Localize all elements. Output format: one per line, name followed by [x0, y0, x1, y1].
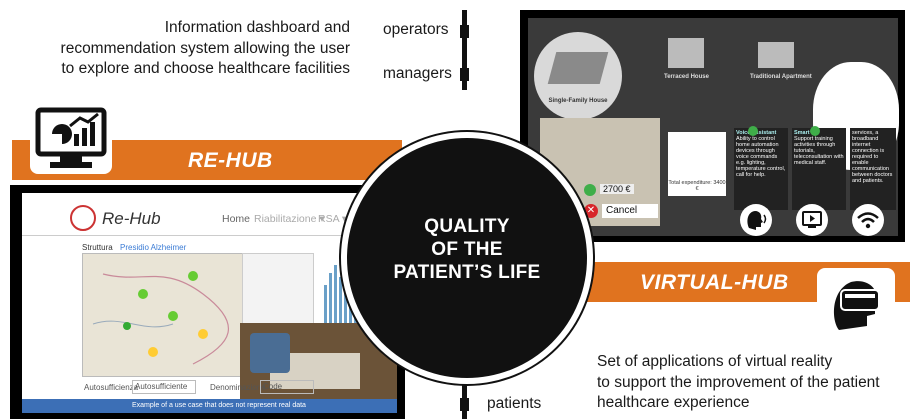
card-title: Smart TV	[794, 130, 819, 136]
total-expenditure: Total expenditure: 3400 €	[668, 180, 726, 192]
map-graphics	[92, 271, 230, 365]
vr-headset-icon	[834, 281, 880, 330]
house-model	[547, 52, 609, 84]
smart-tv-icon[interactable]	[796, 204, 828, 236]
tab-struttura[interactable]: Struttura	[82, 243, 113, 252]
house-label: Terraced House	[664, 74, 709, 80]
vr-scene: Single-Family House Terraced House Tradi…	[528, 18, 899, 236]
vr-headset-icon-wrapper	[817, 268, 895, 340]
description-line: Set of applications of virtual reality	[597, 353, 833, 370]
facilities-map[interactable]	[82, 253, 244, 377]
axis-line-bottom	[462, 372, 467, 419]
center-line: PATIENT’S LIFE	[393, 262, 541, 283]
center-line: QUALITY	[424, 216, 510, 237]
filter-label-autosufficienza: Autosufficienza	[84, 383, 139, 392]
wifi-signal-icon	[857, 212, 879, 229]
feature-card-internet: services, a broadband internet connectio…	[850, 128, 896, 210]
footer-text: Example of a use case that does not repr…	[132, 402, 306, 409]
description-line: healthcare experience	[597, 394, 750, 411]
cancel-button[interactable]: Cancel	[602, 204, 658, 218]
check-icon[interactable]	[810, 126, 820, 136]
wheelchair-shape	[250, 333, 290, 373]
house-option-single-family[interactable]: Single-Family House	[534, 32, 622, 120]
filter-select-autosufficiente[interactable]: Autosufficiente	[132, 380, 196, 394]
axis-marker	[460, 68, 469, 81]
role-operators: operators	[383, 21, 449, 38]
description-line: to explore and choose healthcare facilit…	[61, 60, 350, 77]
description-line: to support the improvement of the patien…	[597, 373, 880, 391]
nav-home[interactable]: Home	[222, 213, 251, 225]
virtual-hub-screenshot: Single-Family House Terraced House Tradi…	[520, 10, 905, 242]
card-text: Support training activities through tuto…	[794, 136, 844, 166]
check-icon[interactable]	[748, 126, 758, 136]
role-patients: patients	[487, 395, 542, 412]
nav-riabilitazione[interactable]: Riabilitazione ▾	[254, 213, 325, 225]
description-line: Information dashboard and	[164, 19, 350, 36]
house-model-terraced[interactable]	[668, 38, 704, 68]
wifi-icon[interactable]	[852, 204, 884, 236]
floorplan-card: Total expenditure: 3400 €	[668, 132, 726, 196]
confirm-icon[interactable]	[584, 184, 596, 196]
card-text: services, a broadband internet connectio…	[852, 130, 893, 184]
center-title: QUALITY OF THE PATIENT’S LIFE	[341, 215, 593, 284]
filter-label-denominazione: Denominazione	[210, 383, 266, 392]
header-divider	[22, 235, 397, 236]
re-hub-logo-icon	[70, 205, 96, 231]
price-label: 2700 €	[600, 184, 634, 194]
voice-assistant-icon[interactable]	[740, 204, 772, 236]
speaking-head-icon	[747, 211, 767, 230]
axis-line-top	[462, 10, 467, 90]
virtual-hub-description: Set of applications of virtual reality t…	[597, 352, 907, 414]
re-hub-brand: Re-Hub	[102, 209, 161, 228]
house-label: Single-Family House	[548, 98, 608, 104]
house-model-apartment[interactable]	[758, 42, 794, 68]
dashboard-monitor-icon	[35, 107, 107, 168]
app-footer: Example of a use case that does not repr…	[22, 399, 397, 413]
filter-input-code[interactable]: Code	[260, 380, 314, 394]
feature-card-voice-assistant: Voice Assistant Ability to control home …	[734, 128, 788, 210]
re-hub-description: Information dashboard and recommendation…	[20, 18, 350, 80]
axis-marker	[460, 398, 469, 411]
role-managers: managers	[383, 65, 452, 82]
center-circle	[341, 132, 593, 384]
map-detail-panel	[242, 253, 314, 333]
tab-presidio-alzheimer[interactable]: Presidio Alzheimer	[120, 243, 187, 252]
house-label: Traditional Apartment	[750, 74, 812, 80]
virtual-hub-title: VIRTUAL-HUB	[640, 271, 789, 294]
center-line: OF THE	[431, 239, 503, 260]
feature-card-smart-tv: Smart TV Support training activities thr…	[792, 128, 846, 210]
video-screen-icon	[802, 211, 822, 228]
dashboard-icon-wrapper	[30, 104, 112, 174]
axis-marker	[460, 25, 469, 38]
card-text: Ability to control home automation devic…	[736, 136, 786, 178]
re-hub-title: RE-HUB	[188, 149, 273, 172]
nav-rsa[interactable]: RSA ▾	[318, 213, 348, 225]
description-line: recommendation system allowing the user	[60, 39, 350, 57]
cancel-icon[interactable]: ✕	[584, 204, 598, 218]
